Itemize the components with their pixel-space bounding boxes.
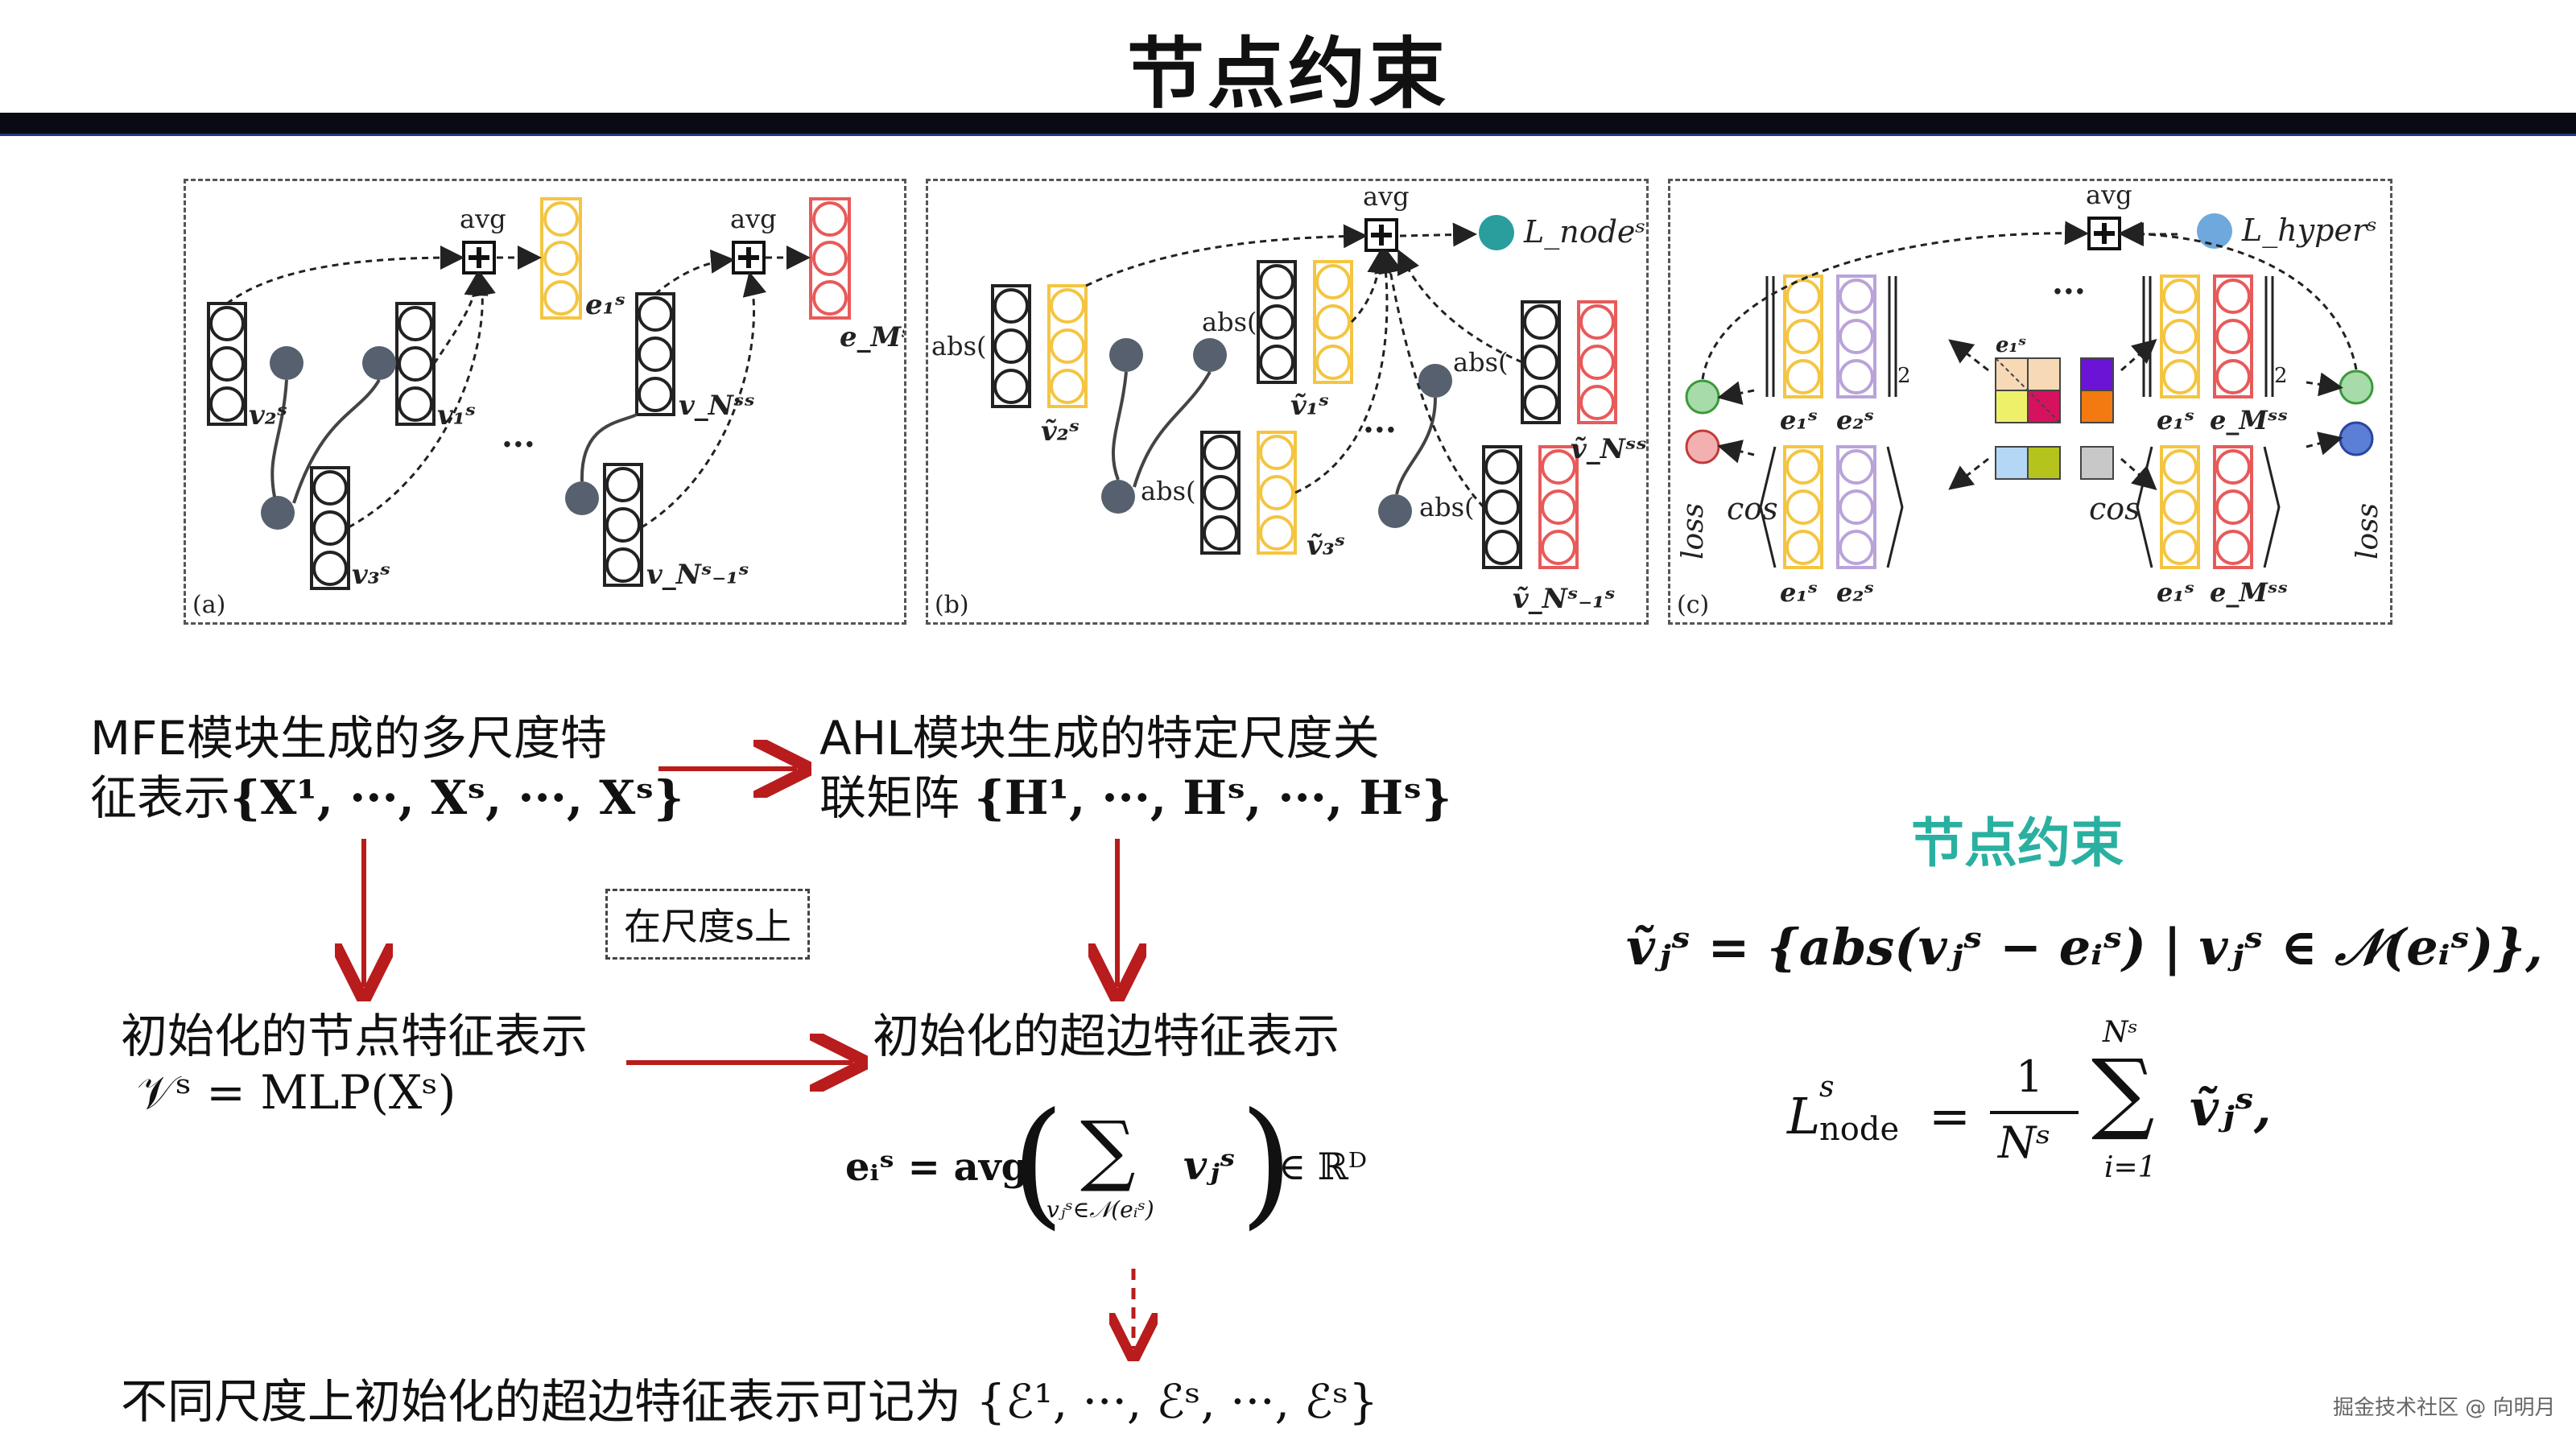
panel-b-v3-label: ṽ₃ˢ bbox=[1307, 530, 1345, 562]
panel-b-vN-label: ṽ_Nˢˢ bbox=[1571, 433, 1646, 465]
panel-c-cos-left: cos bbox=[1727, 491, 1778, 526]
slide-title: 节点约束 bbox=[1127, 29, 1449, 119]
panel-b-abs-4: abs( bbox=[1453, 347, 1508, 378]
edge-formula-right-paren: ) bbox=[1240, 1084, 1294, 1243]
panel-b-loss-label: L_nodeˢ bbox=[1523, 214, 1645, 250]
formula2-sup: s bbox=[1819, 1071, 1835, 1104]
edge-formula-rhs: ∈ ℝᴰ bbox=[1278, 1145, 1368, 1188]
panel-c-eM-top: e_Mˢˢ bbox=[2210, 405, 2288, 436]
panel-a-v1-label: v₁ˢ bbox=[437, 399, 476, 431]
formula2-denominator: Nˢ bbox=[1998, 1117, 2051, 1168]
e1-yellow-column bbox=[540, 197, 582, 320]
panel-a-v2-label: v₂ˢ bbox=[249, 399, 287, 431]
init-node-label: 初始化的节点特征表示 bbox=[121, 1009, 588, 1063]
ahl-text-label: 联矩阵 bbox=[819, 770, 975, 825]
figure-panel-a: avg avg e₁ˢ e_Mˢˢ v₂ˢ v₁ˢ v₃ˢ v_Nˢˢ v_Nˢ… bbox=[184, 179, 906, 625]
panel-c-avg-label: avg bbox=[2086, 181, 2132, 210]
mfe-set-formula: {X¹, ···, Xˢ, ···, Xˢ} bbox=[230, 770, 684, 825]
panel-c-e1-top-right: e₁ˢ bbox=[2157, 405, 2194, 436]
panel-a-v3-label: v₃ˢ bbox=[352, 559, 390, 591]
panel-c-e1-bottom-right: e₁ˢ bbox=[2157, 577, 2194, 608]
panel-c-norm2-left: 2 bbox=[1897, 364, 1911, 388]
panel-c-e2-top: e₂ˢ bbox=[1836, 405, 1874, 436]
panel-c-diagram: avg L_hyperˢ 2 2 e₁ˢ e₂ˢ e₁ˢ e_Mˢˢ e₁ˢ e… bbox=[1677, 181, 2384, 619]
eM-red-column bbox=[809, 197, 851, 320]
edge-formula-lhs: eᵢˢ = avg bbox=[845, 1145, 1029, 1190]
hyper-loss-dot bbox=[2197, 213, 2232, 249]
panel-a-letter: (a) bbox=[192, 591, 225, 619]
mfe-text-line1: MFE模块生成的多尺度特 bbox=[90, 711, 608, 766]
panel-a-e1-label: e₁ˢ bbox=[585, 289, 625, 321]
ahl-text-line1: AHL模块生成的特定尺度关 bbox=[819, 711, 1380, 766]
panel-c-e2-bottom: e₂ˢ bbox=[1836, 577, 1874, 608]
edge-formula-left-paren: ( bbox=[1011, 1084, 1065, 1243]
bottom-summary-text: 不同尺度上初始化的超边特征表示可记为 bbox=[121, 1374, 976, 1429]
panel-a-avg-label-2: avg bbox=[730, 204, 777, 234]
init-node-formula: 𝒱ˢ = MLP(Xˢ) bbox=[137, 1065, 456, 1120]
panel-b-abs-5: abs( bbox=[1419, 492, 1474, 522]
panel-c-ellipsis: ... bbox=[2052, 264, 2086, 302]
node-constraint-formula-1: ṽⱼˢ = {abs(vⱼˢ − eᵢˢ) | vⱼˢ ∈ 𝒩(eᵢˢ)}, bbox=[1626, 918, 2543, 976]
panel-c-cos-right: cos bbox=[2089, 491, 2140, 526]
node-constraint-formula-2: L s node = 1 Nˢ Nˢ ∑ i=1 ṽⱼˢ, bbox=[1787, 1016, 2286, 1199]
formula2-sum-top: Nˢ bbox=[2103, 1016, 2138, 1049]
panel-a-eM-label: e_Mˢˢ bbox=[840, 321, 904, 353]
panel-b-v1-label: ṽ₁ˢ bbox=[1290, 390, 1329, 422]
panel-c-e1-top: e₁ˢ bbox=[1780, 405, 1818, 436]
ahl-set-formula: {H¹, ···, Hˢ, ···, Hˢ} bbox=[974, 770, 1452, 825]
panel-c-loss-left: loss bbox=[1677, 503, 1710, 559]
init-edge-label: 初始化的超边特征表示 bbox=[873, 1009, 1340, 1063]
edge-formula-term: vⱼˢ bbox=[1183, 1141, 1236, 1189]
edge-formula: eᵢˢ = avg ( ∑ vⱼˢ∈𝒩(eᵢˢ) vⱼˢ ) ∈ ℝᴰ bbox=[845, 1084, 1425, 1249]
panel-a-vN1-label: v_Nˢ₋₁ˢ bbox=[646, 559, 749, 591]
panel-c-loss-label: L_hyperˢ bbox=[2241, 213, 2377, 249]
panel-b-v2-label: ṽ₂ˢ bbox=[1041, 415, 1080, 448]
panel-c-norm2-right: 2 bbox=[2274, 364, 2288, 388]
ahl-text-line2: 联矩阵 {H¹, ···, Hˢ, ···, Hˢ} bbox=[819, 768, 1451, 828]
formula2-lhs: L bbox=[1787, 1087, 1821, 1146]
panel-b-abs-2: abs( bbox=[1202, 307, 1257, 337]
footer-watermark: 掘金技术社区 @ 向明月 bbox=[2333, 1396, 2556, 1420]
panel-c-matrix-header: e₁ˢ bbox=[1996, 333, 2026, 357]
panel-a-vN-label: v_Nˢˢ bbox=[679, 390, 755, 422]
formula2-term: ṽⱼˢ, bbox=[2190, 1079, 2272, 1137]
scale-note-box: 在尺度s上 bbox=[605, 889, 810, 960]
formula2-fraction-bar bbox=[1990, 1111, 2079, 1114]
panel-c-letter: (c) bbox=[1677, 591, 1709, 619]
similarity-matrix bbox=[1995, 357, 2114, 480]
panel-b-letter: (b) bbox=[935, 591, 969, 619]
panel-c-eM-bottom: e_Mˢˢ bbox=[2210, 577, 2288, 608]
title-divider-bar bbox=[0, 113, 2576, 136]
edge-formula-sigma: ∑ bbox=[1080, 1104, 1136, 1195]
panel-b-abs-1: abs( bbox=[931, 331, 986, 361]
panel-b-diagram: avg L_nodeˢ abs( abs( abs( abs( abs( ṽ₂ˢ… bbox=[931, 181, 1646, 619]
bottom-summary-set: {ℰ¹, ···, ℰˢ, ···, ℰˢ} bbox=[976, 1374, 1379, 1429]
mfe-text-line2: 征表示{X¹, ···, Xˢ, ···, Xˢ} bbox=[90, 768, 683, 828]
panel-b-ellipsis: ... bbox=[1363, 402, 1397, 440]
formula2-sum-bottom: i=1 bbox=[2104, 1151, 2157, 1184]
panel-a-avg-label-1: avg bbox=[460, 204, 506, 234]
formula2-sub: node bbox=[1819, 1111, 1900, 1148]
node-columns-gray bbox=[207, 292, 675, 590]
panel-c-loss-right: loss bbox=[2351, 503, 2384, 559]
figure-panel-c: avg L_hyperˢ 2 2 e₁ˢ e₂ˢ e₁ˢ e_Mˢˢ e₁ˢ e… bbox=[1668, 179, 2392, 625]
panel-b-vN1-label: ṽ_Nˢ₋₁ˢ bbox=[1513, 583, 1616, 615]
formula2-numerator: 1 bbox=[2016, 1051, 2044, 1102]
node-loss-dot bbox=[1479, 215, 1514, 250]
figure-panel-b: avg L_nodeˢ abs( abs( abs( abs( abs( ṽ₂ˢ… bbox=[926, 179, 1649, 625]
formula2-eq: = bbox=[1929, 1087, 1971, 1146]
bottom-summary: 不同尺度上初始化的超边特征表示可记为 {ℰ¹, ···, ℰˢ, ···, ℰˢ… bbox=[121, 1372, 1378, 1431]
panel-c-e1-bottom: e₁ˢ bbox=[1780, 577, 1818, 608]
mfe-text-label: 征表示 bbox=[90, 770, 231, 825]
panel-a-diagram: avg avg e₁ˢ e_Mˢˢ v₂ˢ v₁ˢ v₃ˢ v_Nˢˢ v_Nˢ… bbox=[192, 197, 904, 619]
panel-b-abs-3: abs( bbox=[1141, 476, 1195, 506]
panel-a-ellipsis: ... bbox=[502, 417, 535, 455]
edge-formula-sum-sub: vⱼˢ∈𝒩(eᵢˢ) bbox=[1046, 1196, 1154, 1223]
node-constraint-heading: 节点约束 bbox=[1911, 812, 2124, 874]
panel-b-avg-label: avg bbox=[1363, 181, 1410, 212]
formula2-sigma: ∑ bbox=[2091, 1040, 2155, 1143]
